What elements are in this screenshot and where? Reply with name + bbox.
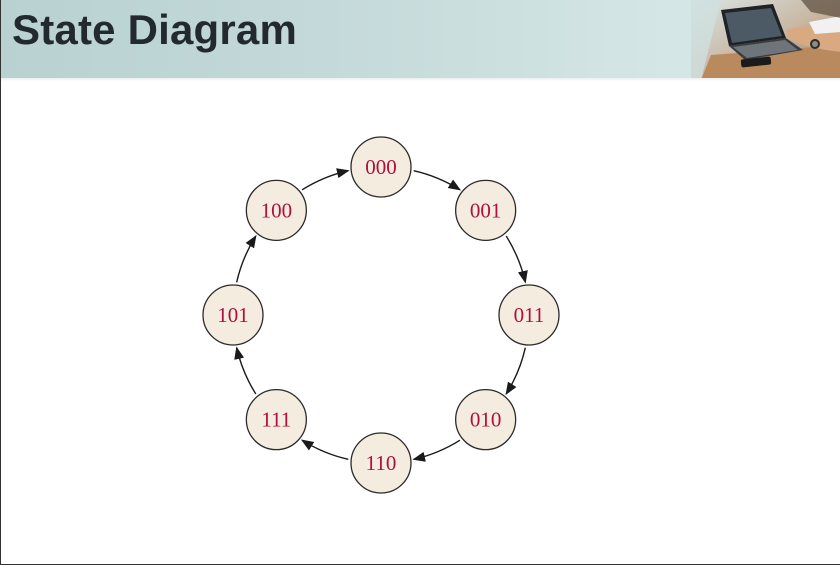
state-node-100: 100 xyxy=(245,179,307,241)
state-circle xyxy=(245,388,307,451)
office-laptop-photo-icon xyxy=(691,0,840,80)
title-bar: State Diagram xyxy=(1,0,840,80)
state-label: 110 xyxy=(366,451,397,475)
page-title: State Diagram xyxy=(12,6,298,53)
state-label: 101 xyxy=(217,303,249,327)
state-circle xyxy=(350,432,412,494)
transitions-layer xyxy=(234,168,528,462)
state-node-110: 110 xyxy=(350,432,412,494)
state-node-111: 111 xyxy=(245,388,307,451)
transition-arrow-111-to-101 xyxy=(234,346,257,395)
state-circle xyxy=(454,388,517,451)
state-label: 001 xyxy=(470,198,502,222)
state-label: 000 xyxy=(365,155,397,179)
state-node-000: 000 xyxy=(350,136,412,198)
state-node-001: 001 xyxy=(454,179,517,241)
state-diagram: 000 001 011 010 110 111 101 100 xyxy=(202,136,560,494)
transition-arrow-010-to-110 xyxy=(412,439,461,462)
state-circle xyxy=(498,284,560,346)
state-circle xyxy=(350,136,412,198)
state-circle xyxy=(454,179,517,241)
state-label: 010 xyxy=(470,408,502,432)
state-node-010: 010 xyxy=(454,388,517,451)
state-node-011: 011 xyxy=(498,284,560,346)
transition-arrow-100-to-000 xyxy=(301,168,350,191)
title-divider xyxy=(1,78,840,81)
transition-arrow-001-to-011 xyxy=(505,235,528,284)
states-layer: 000 001 011 010 110 111 101 100 xyxy=(202,136,560,494)
state-circle xyxy=(245,179,307,241)
state-node-101: 101 xyxy=(202,284,264,346)
state-label: 011 xyxy=(514,303,545,327)
transition-arrow-101-to-100 xyxy=(235,234,257,283)
state-label: 111 xyxy=(261,408,291,432)
transition-arrow-110-to-111 xyxy=(300,439,349,461)
transition-arrow-000-to-001 xyxy=(413,169,462,191)
state-label: 100 xyxy=(261,198,293,222)
state-circle xyxy=(202,284,264,346)
transition-arrow-011-to-010 xyxy=(505,347,527,396)
